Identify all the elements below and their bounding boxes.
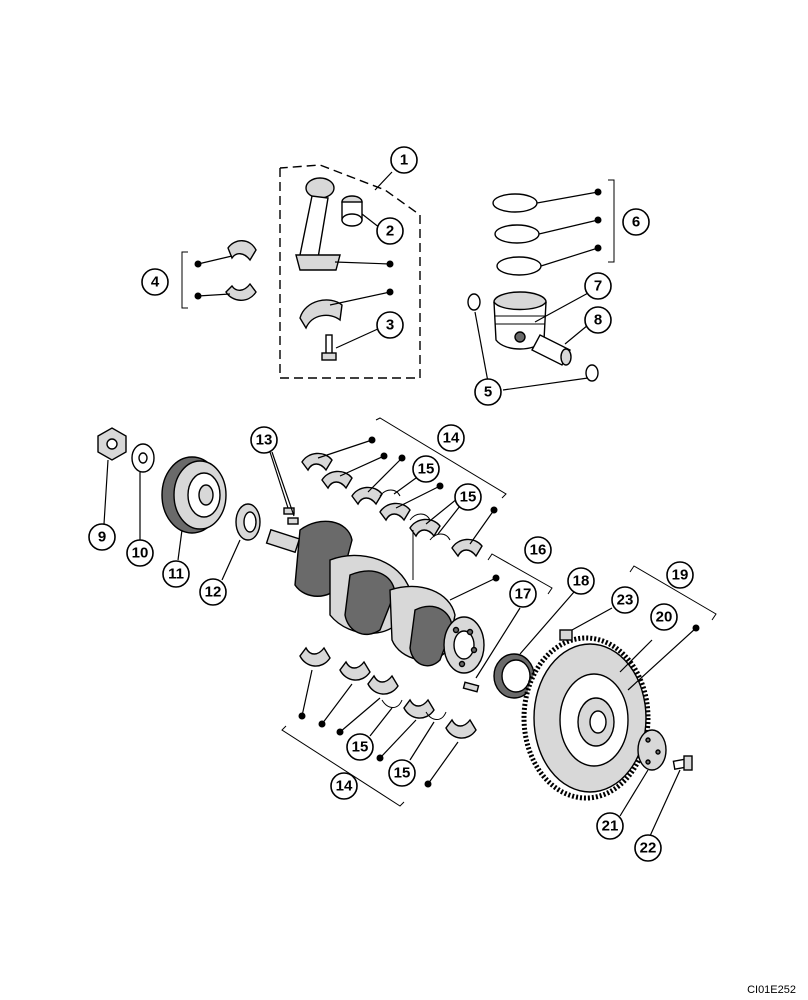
dowel-pin	[559, 607, 613, 641]
svg-text:7: 7	[594, 278, 602, 295]
callout-8: 8	[584, 306, 612, 334]
piston-rings	[492, 179, 615, 276]
callout-19: 19	[666, 561, 694, 589]
svg-text:12: 12	[205, 584, 222, 601]
svg-text:10: 10	[132, 545, 149, 562]
svg-text:15: 15	[394, 765, 411, 782]
svg-text:19: 19	[672, 567, 689, 584]
svg-text:2: 2	[386, 223, 394, 240]
svg-text:15: 15	[352, 739, 369, 756]
svg-text:13: 13	[256, 432, 273, 449]
callout-5: 5	[474, 378, 502, 406]
callout-14-upper: 14	[437, 424, 465, 452]
callout-23: 23	[611, 586, 639, 614]
piston-pin	[531, 324, 589, 366]
rod-bearing-shells	[181, 240, 257, 309]
svg-text:3: 3	[386, 317, 394, 334]
callout-10: 10	[126, 539, 154, 567]
callout-14-lower: 14	[330, 772, 358, 800]
callout-12: 12	[199, 578, 227, 606]
svg-text:15: 15	[460, 489, 477, 506]
callout-16: 16	[524, 536, 552, 564]
connecting-rod-group	[279, 164, 421, 379]
crank-pulley	[161, 456, 227, 561]
callout-4: 4	[141, 268, 169, 296]
woodruff-keys	[269, 451, 299, 525]
rear-oil-seal	[493, 591, 575, 699]
thrust-washer-group	[462, 553, 553, 693]
svg-text:21: 21	[602, 818, 619, 835]
connecting-rod	[295, 177, 341, 271]
reference-code: CI01E252	[747, 984, 796, 996]
flex-plate	[619, 729, 667, 817]
flywheel-bolt	[649, 755, 693, 837]
svg-text:9: 9	[98, 529, 106, 546]
callout-15-a: 15	[412, 455, 440, 483]
callout-9: 9	[88, 523, 116, 551]
callout-15-b: 15	[454, 483, 482, 511]
main-bearings-lower	[281, 646, 477, 807]
crankshaft	[265, 520, 500, 674]
svg-text:1: 1	[400, 152, 408, 169]
piston	[493, 291, 591, 350]
svg-text:20: 20	[656, 609, 673, 626]
callout-2: 2	[376, 217, 404, 245]
washer	[131, 443, 155, 540]
callout-18: 18	[567, 567, 595, 595]
callout-3: 3	[376, 311, 404, 339]
callout-20: 20	[650, 603, 678, 631]
crank-nut	[97, 427, 127, 525]
callout-22: 22	[634, 834, 662, 862]
svg-text:14: 14	[443, 430, 460, 447]
callout-21: 21	[596, 812, 624, 840]
svg-text:14: 14	[336, 778, 353, 795]
svg-text:23: 23	[617, 592, 634, 609]
svg-text:18: 18	[573, 573, 590, 590]
svg-text:4: 4	[151, 274, 160, 291]
callout-15-d: 15	[388, 759, 416, 787]
small-end-bushing	[341, 195, 363, 227]
callout-7: 7	[584, 272, 612, 300]
svg-text:16: 16	[530, 542, 547, 559]
callout-17: 17	[509, 580, 537, 608]
svg-text:8: 8	[594, 312, 602, 329]
callout-15-c: 15	[346, 733, 374, 761]
flywheel	[521, 565, 717, 801]
crank-gear	[221, 503, 261, 581]
rod-bolt	[321, 334, 337, 361]
svg-text:11: 11	[168, 566, 184, 583]
svg-text:22: 22	[640, 840, 657, 857]
svg-text:5: 5	[484, 384, 492, 401]
svg-text:17: 17	[515, 586, 532, 603]
svg-text:6: 6	[632, 214, 640, 231]
callout-6: 6	[622, 208, 650, 236]
svg-text:15: 15	[418, 461, 435, 478]
callout-1: 1	[390, 146, 418, 174]
rod-cap	[299, 299, 343, 330]
callout-11: 11	[162, 560, 190, 588]
callout-13: 13	[250, 426, 278, 454]
snap-rings	[467, 293, 599, 391]
